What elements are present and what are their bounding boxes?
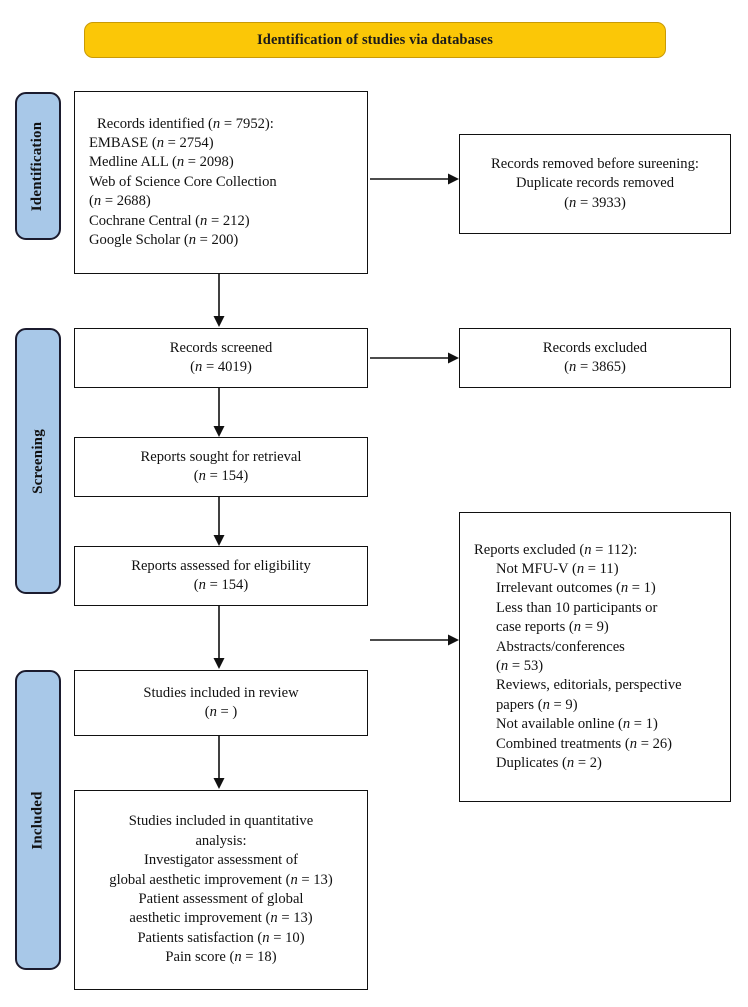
studies-quant-line-5: aesthetic improvement (n = 13) bbox=[129, 910, 313, 927]
reports-excluded-line-3: Less than 10 participants or bbox=[496, 599, 658, 616]
records-identified-line-6: Google Scholar (n = 200) bbox=[89, 232, 239, 249]
stage-tab-included: Included bbox=[15, 670, 61, 970]
records-removed-line-2: (n = 3933) bbox=[564, 194, 626, 211]
box-records-excluded: Records excluded (n = 3865) bbox=[459, 328, 731, 388]
box-reports-sought-for-retrieval: Reports sought for retrieval (n = 154) bbox=[74, 437, 368, 497]
reports-excluded-line-2: Irrelevant outcomes (n = 1) bbox=[496, 580, 656, 597]
reports-assessed-line-0: Reports assessed for eligibility bbox=[131, 557, 311, 574]
stage-tab-identification-label: Identification bbox=[29, 121, 46, 211]
arrow-assessed-to-studies-review bbox=[212, 606, 226, 670]
stage-tab-screening-label: Screening bbox=[29, 428, 46, 494]
reports-excluded-line-11: Duplicates (n = 2) bbox=[496, 755, 602, 772]
studies-quant-line-2: Investigator assessment of bbox=[143, 852, 298, 869]
box-records-identified: Records identified (n = 7952): EMBASE (n… bbox=[74, 91, 368, 274]
reports-excluded-line-4: case reports (n = 9) bbox=[496, 619, 609, 636]
reports-excluded-line-0: Reports excluded (n = 112): bbox=[474, 541, 638, 558]
studies-quant-line-3: global aesthetic improvement (n = 13) bbox=[109, 871, 333, 888]
reports-excluded-line-8: papers (n = 9) bbox=[496, 696, 578, 713]
records-identified-line-2: Medline ALL (n = 2098) bbox=[89, 154, 234, 171]
arrow-identified-to-screened bbox=[212, 274, 226, 328]
box-records-screened: Records screened (n = 4019) bbox=[74, 328, 368, 388]
arrow-assessed-to-reports-excluded bbox=[370, 633, 460, 647]
records-removed-line-0: Records removed before sureening: bbox=[491, 155, 699, 172]
arrow-screened-to-sought bbox=[212, 388, 226, 438]
records-identified-line-3: Web of Science Core Collection bbox=[89, 173, 277, 190]
stage-tab-screening: Screening bbox=[15, 328, 61, 594]
records-screened-line-0: Records screened bbox=[169, 339, 273, 356]
banner-identification-via-databases: Identification of studies via databases bbox=[84, 22, 666, 58]
box-records-removed-before-screening: Records removed before sureening: Duplic… bbox=[459, 134, 731, 234]
box-studies-included-quantitative-analysis: Studies included in quantitative analysi… bbox=[74, 790, 368, 990]
records-excluded-line-1: (n = 3865) bbox=[564, 359, 626, 375]
studies-quant-line-7: Pain score (n = 18) bbox=[165, 949, 277, 966]
studies-review-line-1: (n = ) bbox=[204, 704, 238, 720]
arrow-identified-to-removed bbox=[370, 172, 460, 186]
records-removed-line-1: Duplicate records removed bbox=[515, 175, 675, 192]
studies-quant-line-0: Studies included in quantitative bbox=[128, 813, 314, 830]
records-screened-line-1: (n = 4019) bbox=[190, 359, 252, 375]
reports-excluded-line-6: (n = 53) bbox=[496, 658, 544, 674]
records-identified-line-0: Records identified (n = 7952): bbox=[97, 115, 274, 132]
arrow-screened-to-excluded bbox=[370, 351, 460, 365]
box-studies-included-in-review: Studies included in review (n = ) bbox=[74, 670, 368, 736]
box-reports-excluded: Reports excluded (n = 112): Not MFU-V (n… bbox=[459, 512, 731, 802]
box-reports-assessed-for-eligibility: Reports assessed for eligibility (n = 15… bbox=[74, 546, 368, 606]
studies-quant-line-1: analysis: bbox=[195, 832, 247, 849]
reports-sought-line-0: Reports sought for retrieval bbox=[140, 448, 302, 465]
studies-quant-line-6: Patients satisfaction (n = 10) bbox=[137, 929, 305, 946]
reports-assessed-line-1: (n = 154) bbox=[193, 577, 249, 593]
banner-label: Identification of studies via databases bbox=[257, 31, 493, 48]
records-excluded-line-0: Records excluded bbox=[542, 339, 648, 356]
reports-excluded-line-9: Not available online (n = 1) bbox=[496, 716, 658, 733]
studies-review-line-0: Studies included in review bbox=[143, 684, 299, 701]
stage-tab-included-label: Included bbox=[29, 790, 46, 850]
reports-sought-line-1: (n = 154) bbox=[193, 468, 249, 484]
arrow-sought-to-assessed bbox=[212, 497, 226, 547]
records-identified-line-4: (n = 2688) bbox=[89, 193, 151, 210]
records-identified-line-5: Cochrane Central (n = 212) bbox=[89, 212, 250, 229]
arrow-review-to-quantitative bbox=[212, 736, 226, 790]
reports-excluded-line-5: Abstracts/conferences bbox=[496, 638, 625, 655]
reports-excluded-line-7: Reviews, editorials, perspective bbox=[496, 677, 682, 694]
reports-excluded-line-10: Combined treatments (n = 26) bbox=[496, 735, 673, 752]
records-identified-line-1: EMBASE (n = 2754) bbox=[89, 134, 214, 151]
stage-tab-identification: Identification bbox=[15, 92, 61, 240]
studies-quant-line-4: Patient assessment of global bbox=[138, 891, 304, 907]
reports-excluded-line-1: Not MFU-V (n = 11) bbox=[496, 560, 619, 577]
